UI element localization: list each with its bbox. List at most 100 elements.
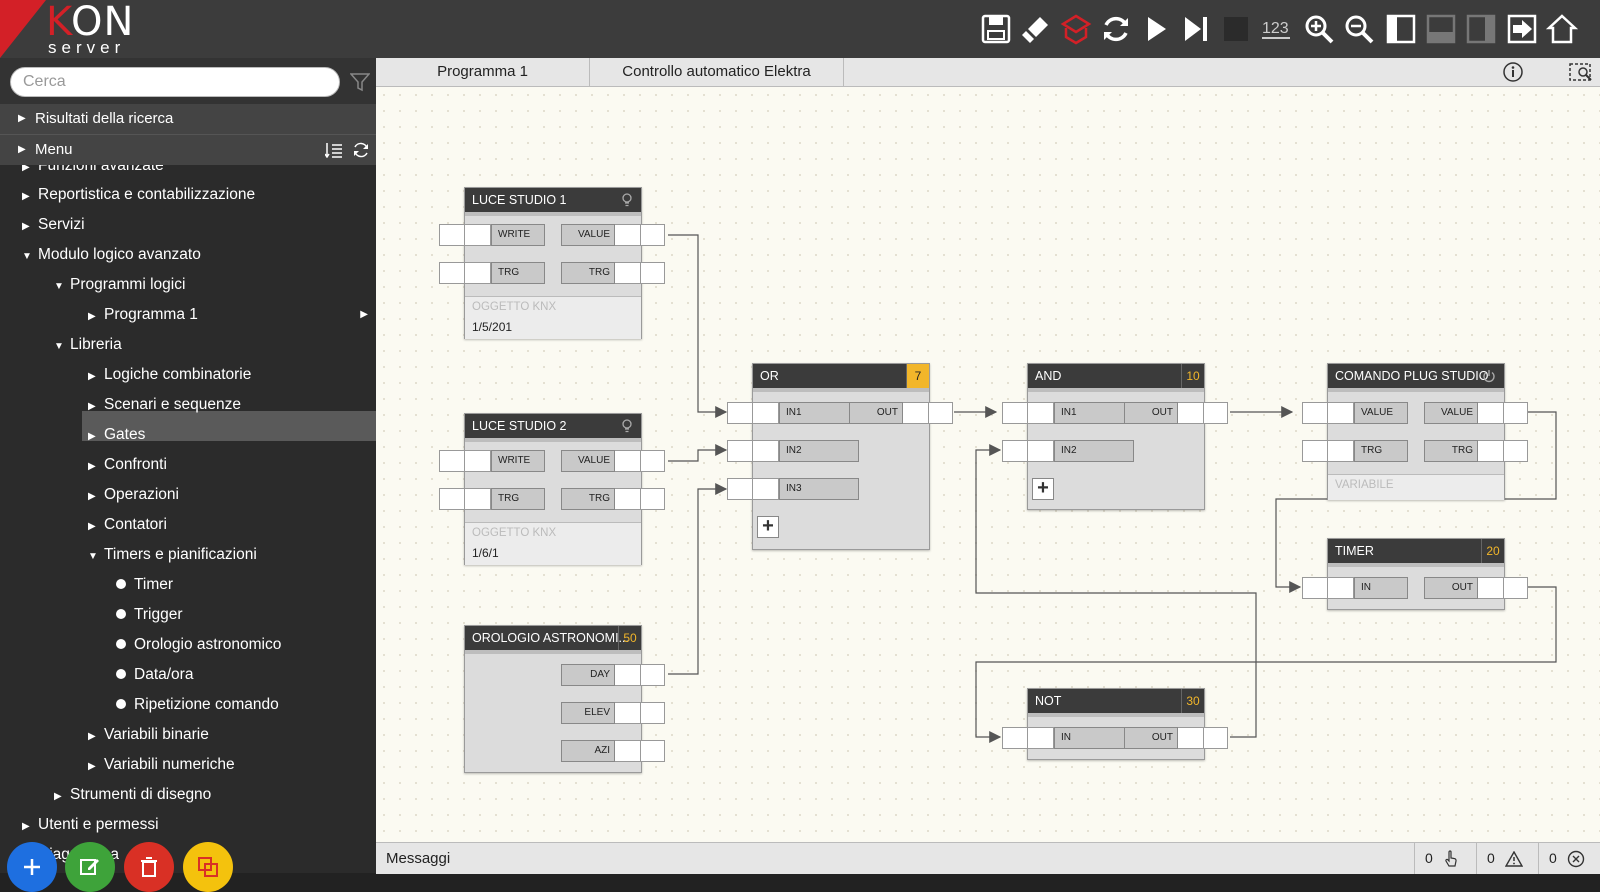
tab-controllo-elektra[interactable]: Controllo automatico Elektra	[590, 58, 844, 86]
block-comando-plug-studio[interactable]: COMANDO PLUG STUDIO VALUE TRG VALUE TRG …	[1302, 363, 1528, 500]
tree-item-operazioni[interactable]: ▶Operazioni	[88, 480, 179, 510]
tree-item-trigger[interactable]: Trigger	[116, 600, 183, 630]
knx-object-box[interactable]: OGGETTO KNX 1/6/1	[465, 522, 641, 565]
expand-arrow-icon: ▶	[88, 731, 96, 742]
tree-item-ripetizione[interactable]: Ripetizione comando	[116, 690, 279, 720]
power-icon	[1483, 370, 1495, 383]
search-results-header[interactable]: ▶ Risultati della ricerca	[0, 104, 376, 134]
tree-item-gates[interactable]: ▶Gates	[88, 420, 145, 450]
tree-item-confronti[interactable]: ▶Confronti	[88, 450, 167, 480]
counter-text: 123	[1262, 20, 1289, 37]
tree-item-programmi-logici[interactable]: ▼Programmi logici	[54, 270, 185, 300]
collapse-arrow-icon: ▼	[22, 251, 32, 262]
step-icon[interactable]	[1178, 11, 1214, 47]
tree-item-servizi[interactable]: ▶Servizi	[22, 210, 85, 240]
kon-server-logo: KON server	[0, 0, 160, 58]
tree-item-scenari[interactable]: ▶Scenari e sequenze	[88, 390, 241, 420]
play-icon[interactable]	[1138, 11, 1174, 47]
expand-arrow-icon: ▶	[22, 821, 30, 832]
tree-item-strumenti[interactable]: ▶Strumenti di disegno	[54, 780, 211, 810]
edit-button[interactable]	[65, 842, 115, 892]
bullet-icon	[116, 698, 126, 709]
exit-icon[interactable]	[1504, 11, 1540, 47]
filter-icon[interactable]	[350, 72, 370, 92]
expand-arrow-icon: ▶	[22, 221, 30, 232]
menu-header[interactable]: ▶ Menu	[0, 134, 376, 165]
priority-badge: 30	[1181, 689, 1204, 713]
tree-item-logiche-combinatorie[interactable]: ▶Logiche combinatorie	[88, 360, 251, 390]
top-bar: KON server 123	[0, 0, 1600, 58]
bullet-icon	[116, 638, 126, 649]
copy-button[interactable]	[183, 842, 233, 892]
expand-arrow-icon: ▶	[88, 521, 96, 532]
logo-kon-text: KON	[46, 0, 135, 45]
sidebar: ▶ Risultati della ricerca ▶ Menu ▶Funzio…	[0, 58, 376, 873]
add-button[interactable]	[7, 842, 57, 892]
logic-canvas[interactable]: LUCE STUDIO 1 WRITE TRG VALUE TRG OGGETT…	[376, 87, 1600, 842]
home-icon[interactable]	[1544, 11, 1580, 47]
search-input[interactable]	[10, 67, 340, 97]
refresh-menu-icon[interactable]	[352, 141, 370, 159]
tree-item-orologio[interactable]: Orologio astronomico	[116, 630, 281, 660]
add-input-button[interactable]: +	[757, 516, 779, 538]
tree-item-timer[interactable]: Timer	[116, 570, 173, 600]
zoom-in-icon[interactable]	[1301, 11, 1337, 47]
tree-item-contatori[interactable]: ▶Contatori	[88, 510, 167, 540]
touch-icon	[1445, 850, 1457, 867]
block-orologio-astronomico[interactable]: OROLOGIO ASTRONOMI...50 DAY ELEV AZI	[464, 625, 665, 773]
tree-item-variabili-numeriche[interactable]: ▶Variabili numeriche	[88, 750, 235, 780]
panel-bottom-icon[interactable]	[1423, 11, 1459, 47]
info-icon[interactable]	[1502, 61, 1524, 83]
logo-red-triangle	[0, 0, 46, 58]
expand-arrow-icon: ▶	[88, 371, 96, 382]
tree-item-modulo-logico[interactable]: ▼Modulo logico avanzato	[22, 240, 201, 270]
menu-tree: ▶Funzioni avanzate ▶Reportistica e conta…	[0, 165, 376, 873]
list-icon[interactable]	[325, 142, 343, 158]
wire-luce2-value-to-or-in2	[668, 444, 728, 462]
tree-item-data-ora[interactable]: Data/ora	[116, 660, 193, 690]
broom-icon[interactable]	[1018, 11, 1054, 47]
bulb-icon	[622, 419, 632, 433]
refresh-icon[interactable]	[1098, 11, 1134, 47]
zoom-fit-icon[interactable]	[1569, 61, 1593, 83]
knx-object-box[interactable]: OGGETTO KNX 1/5/201	[465, 296, 641, 339]
tree-item-reportistica[interactable]: ▶Reportistica e contabilizzazione	[22, 180, 255, 210]
tree-item-variabili-binarie[interactable]: ▶Variabili binarie	[88, 720, 209, 750]
logo-server-text: server	[48, 38, 126, 57]
delete-button[interactable]	[124, 842, 174, 892]
tree-item-utenti[interactable]: ▶Utenti e permessi	[22, 810, 159, 840]
error-icon	[1567, 851, 1584, 868]
priority-badge: 50	[618, 626, 641, 650]
tree-item-libreria[interactable]: ▼Libreria	[54, 330, 122, 360]
add-input-button[interactable]: +	[1032, 478, 1054, 500]
counter-icon[interactable]: 123	[1258, 11, 1294, 47]
block-luce-studio-1[interactable]: LUCE STUDIO 1 WRITE TRG VALUE TRG OGGETT…	[439, 187, 665, 339]
warning-icon	[1504, 850, 1523, 867]
status-bar: Messaggi 0 0 0	[376, 842, 1600, 874]
plus-icon	[24, 859, 40, 875]
stop-icon[interactable]	[1218, 11, 1254, 47]
bulb-icon[interactable]	[1058, 11, 1094, 47]
error-counter[interactable]: 0	[1538, 843, 1600, 874]
priority-badge: 20	[1481, 539, 1504, 563]
save-icon[interactable]	[978, 11, 1014, 47]
expand-arrow-icon: ▶	[88, 401, 96, 412]
tree-item-timers[interactable]: ▼Timers e pianificazioni	[88, 540, 257, 570]
panel-right-icon[interactable]	[1463, 11, 1499, 47]
block-luce-studio-2[interactable]: LUCE STUDIO 2 WRITE TRG VALUE TRG OGGETT…	[439, 413, 665, 565]
tab-programma-1[interactable]: Programma 1	[376, 58, 590, 86]
priority-badge: 10	[1181, 364, 1204, 388]
panel-left-icon[interactable]	[1383, 11, 1419, 47]
touch-counter[interactable]: 0	[1414, 843, 1477, 874]
messages-label[interactable]: Messaggi	[386, 850, 451, 867]
zoom-out-icon[interactable]	[1341, 11, 1377, 47]
variable-box[interactable]: VARIABILE	[1328, 474, 1504, 500]
tree-item-programma-1[interactable]: ▶Programma 1▶	[88, 300, 368, 330]
warning-counter[interactable]: 0	[1476, 843, 1539, 874]
open-arrow-icon: ▶	[360, 309, 368, 320]
tree-item-funzioni-avanzate[interactable]: ▶Funzioni avanzate	[22, 165, 164, 181]
